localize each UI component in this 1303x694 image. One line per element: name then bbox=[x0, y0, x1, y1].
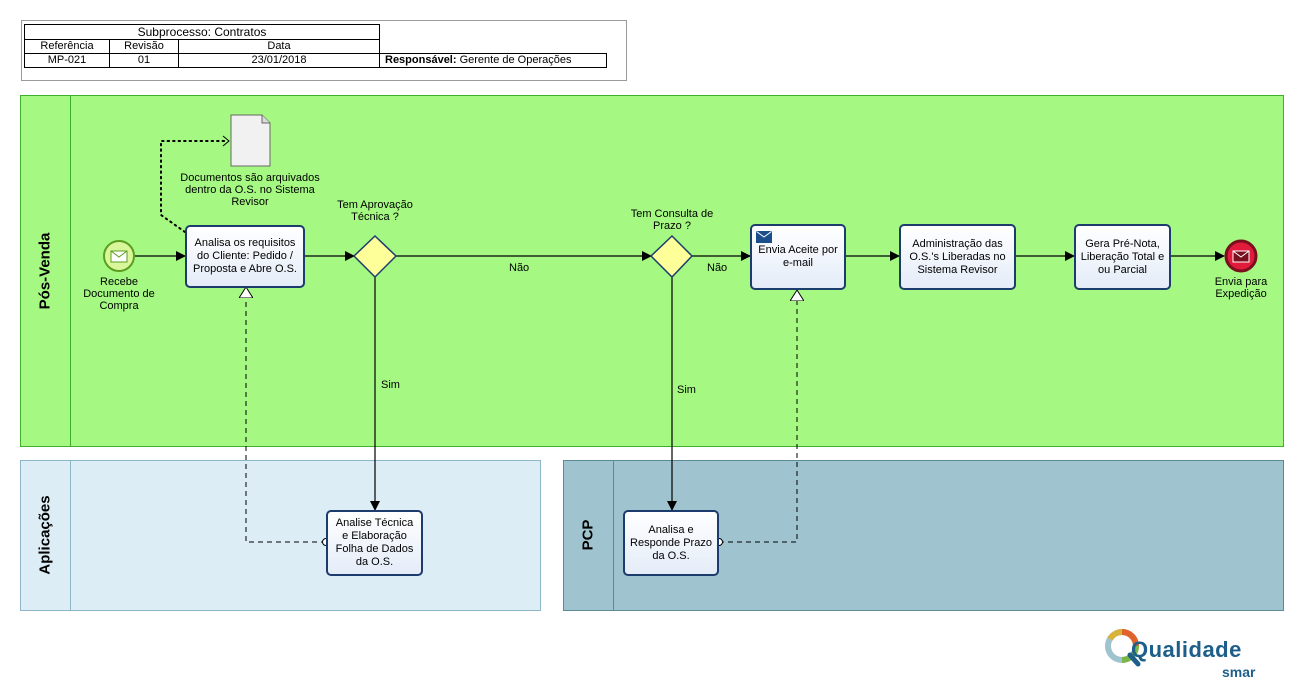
document-icon bbox=[230, 114, 271, 167]
envelope-icon bbox=[1232, 250, 1250, 263]
document-label: Documentos são arquivados dentro da O.S.… bbox=[180, 172, 320, 208]
start-event bbox=[103, 240, 135, 272]
gateway-aprovacao-label: Tem Aprovação Técnica ? bbox=[337, 199, 413, 223]
flow-label-nao-2: Não bbox=[707, 262, 728, 274]
end-event bbox=[1224, 239, 1258, 273]
header-referencia: MP-021 bbox=[24, 53, 110, 68]
flow-label-sim-2: Sim bbox=[677, 384, 696, 396]
task-envia-aceite[interactable]: Envia Aceite por e-mail bbox=[750, 224, 846, 290]
gateway-prazo-label: Tem Consulta de Prazo ? bbox=[630, 208, 714, 232]
logo-name: Qualidade bbox=[1131, 637, 1242, 662]
message-flow-analisa-prazo bbox=[719, 290, 797, 542]
task-analisa-prazo[interactable]: Analisa e Responde Prazo da O.S. bbox=[623, 510, 719, 576]
gateway-consulta-prazo bbox=[649, 234, 694, 279]
header-table: Subprocesso: Contratos Referência Revisã… bbox=[24, 24, 607, 68]
association-document bbox=[160, 140, 229, 233]
task-gera-pre-nota[interactable]: Gera Pré-Nota, Liberação Total e ou Parc… bbox=[1074, 224, 1171, 290]
message-flow-analise-tecnica bbox=[246, 287, 326, 542]
logo-icon bbox=[1105, 629, 1141, 667]
header-responsavel: Responsável: Gerente de Operações bbox=[379, 53, 607, 68]
task-analise-tecnica[interactable]: Analise Técnica e Elaboração Folha de Da… bbox=[326, 510, 423, 576]
gateway-aprovacao-tecnica bbox=[352, 234, 398, 279]
header-revisao: 01 bbox=[109, 53, 179, 68]
start-event-label: Recebe Documento de Compra bbox=[83, 276, 155, 312]
envelope-icon bbox=[110, 250, 128, 263]
header-data: 23/01/2018 bbox=[178, 53, 380, 68]
flow-label-nao-1: Não bbox=[509, 262, 530, 274]
task-analisa-requisitos[interactable]: Analisa os requisitos do Cliente: Pedido… bbox=[185, 225, 305, 288]
end-event-label: Envia para Expedição bbox=[1214, 276, 1268, 300]
task-administracao[interactable]: Administração das O.S.'s Liberadas no Si… bbox=[899, 224, 1016, 290]
header-col-revisao: Revisão bbox=[109, 39, 179, 54]
logo-sub: smar bbox=[1222, 664, 1256, 680]
flow-label-sim-1: Sim bbox=[381, 379, 400, 391]
message-envelope-icon bbox=[756, 231, 772, 243]
